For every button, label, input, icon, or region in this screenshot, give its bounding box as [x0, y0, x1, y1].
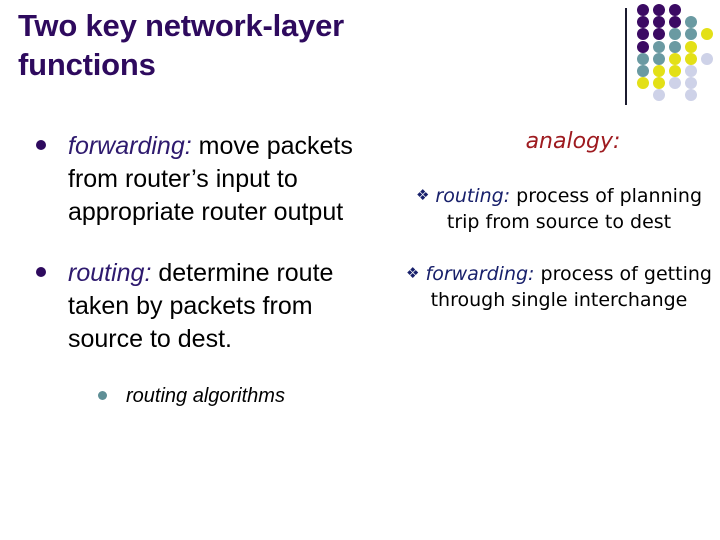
diamond-bullet-icon: ❖ [415, 186, 430, 204]
dot-purple [653, 16, 665, 29]
page-title: Two key network-layer functions [18, 8, 345, 82]
dot-lavender [701, 52, 713, 65]
dot-yellow [669, 52, 681, 65]
dot-yellow [685, 52, 697, 65]
bullet-lead-term: routing: [435, 185, 511, 207]
bullet-body-text: process of planning trip from source to … [446, 185, 703, 233]
dot-teal [669, 40, 681, 53]
dot-lavender [685, 77, 697, 90]
list-item-sub: routing algorithms [90, 383, 394, 409]
vertical-divider-line [625, 8, 627, 105]
dot-teal [653, 52, 665, 65]
left-content-column: forwarding: move packets from router’s i… [24, 130, 394, 409]
dot-teal [669, 28, 681, 41]
dot-lavender [685, 89, 697, 102]
dot-teal [653, 40, 665, 53]
list-item: ❖ routing: process of planning trip from … [404, 182, 714, 235]
dot-purple [637, 28, 649, 41]
diamond-bullet-icon: ❖ [406, 264, 420, 282]
dot-lavender [653, 89, 665, 102]
dot-yellow [701, 28, 713, 41]
dot-teal [685, 16, 697, 29]
right-content-column: analogy: ❖ routing: process of planning t… [404, 128, 714, 313]
round-bullet-small-icon [98, 391, 107, 400]
dot-lavender [669, 77, 681, 90]
round-bullet-icon [36, 140, 46, 150]
list-item: ❖ forwarding: process of getting through … [404, 260, 714, 313]
dot-purple [669, 16, 681, 29]
list-item: routing: determine route taken by packet… [24, 257, 394, 356]
bullet-lead-term: routing: [68, 259, 152, 287]
bullet-body-text: determine route taken by packets from so… [68, 259, 334, 353]
dot-grid-decoration [637, 4, 719, 102]
dot-yellow [669, 65, 681, 77]
dot-purple [669, 4, 681, 16]
dot-purple [653, 4, 665, 16]
analogy-heading: analogy: [525, 129, 621, 154]
dot-purple [637, 4, 649, 16]
dot-purple [637, 40, 649, 53]
dot-teal [685, 28, 697, 41]
bullet-body-text: move packets from router’s input to appr… [68, 132, 353, 226]
dot-purple [637, 16, 649, 29]
dot-yellow [685, 40, 697, 53]
dot-teal [637, 52, 649, 65]
sub-bullet-label: routing algorithms [126, 385, 285, 407]
dot-lavender [685, 65, 697, 77]
corner-decoration [620, 0, 720, 112]
list-item: forwarding: move packets from router’s i… [24, 130, 394, 229]
bullet-body-text: process of getting through single interc… [430, 263, 712, 311]
bullet-lead-term: forwarding: [425, 263, 535, 285]
dot-purple [653, 28, 665, 41]
dot-yellow [653, 65, 665, 77]
dot-yellow [653, 77, 665, 90]
round-bullet-icon [36, 267, 46, 277]
dot-teal [637, 65, 649, 77]
dot-yellow [637, 77, 649, 90]
bullet-lead-term: forwarding: [68, 132, 192, 160]
